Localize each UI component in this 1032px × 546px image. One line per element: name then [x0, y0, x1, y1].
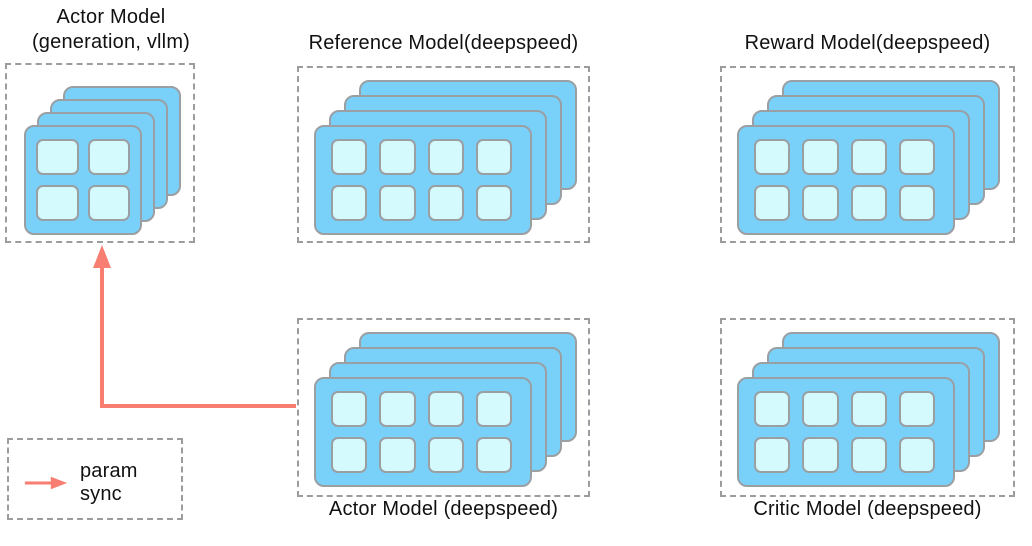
model-title-line1: Actor Model — [56, 6, 166, 28]
gpu-card — [24, 125, 142, 235]
model-box-reward — [720, 66, 1015, 243]
gpu-card-stack — [299, 68, 588, 241]
model-title-reference: Reference Model(deepspeed) — [308, 32, 579, 54]
model-box-actor-deepspeed — [297, 318, 590, 497]
model-box-actor-vllm — [5, 63, 195, 243]
legend: param sync — [7, 438, 183, 520]
model-box-reference — [297, 66, 590, 243]
gpu-cell — [475, 391, 512, 427]
gpu-cell — [802, 391, 839, 427]
gpu-card-stack — [7, 65, 193, 241]
gpu-card — [314, 125, 532, 235]
gpu-cell — [802, 139, 839, 175]
gpu-cell — [898, 437, 935, 473]
gpu-cell — [379, 391, 416, 427]
model-title-critic: Critic Model (deepspeed) — [753, 498, 982, 520]
gpu-cell — [427, 437, 464, 473]
gpu-cell — [754, 185, 791, 221]
legend-label: param sync — [79, 460, 138, 505]
gpu-cell — [754, 139, 791, 175]
gpu-cell — [331, 185, 368, 221]
model-title-line2: (generation, vllm) — [31, 31, 191, 53]
gpu-card — [737, 125, 955, 235]
param-sync-arrow-icon — [24, 476, 68, 490]
gpu-cell — [475, 139, 512, 175]
gpu-card — [314, 377, 532, 487]
gpu-cell — [331, 139, 368, 175]
gpu-cell — [427, 391, 464, 427]
gpu-cell — [427, 185, 464, 221]
legend-row: param sync — [23, 460, 181, 506]
gpu-cell — [802, 185, 839, 221]
gpu-cell — [754, 437, 791, 473]
gpu-cell — [754, 391, 791, 427]
gpu-cell — [850, 139, 887, 175]
gpu-cell — [36, 185, 79, 221]
model-box-critic — [720, 318, 1015, 497]
gpu-card-stack — [299, 320, 588, 495]
gpu-cell — [87, 185, 130, 221]
gpu-cell — [898, 391, 935, 427]
gpu-cell — [850, 391, 887, 427]
gpu-cell — [802, 437, 839, 473]
model-title-actor-deepspeed: Actor Model (deepspeed) — [328, 498, 559, 520]
gpu-card — [737, 377, 955, 487]
gpu-cell — [898, 185, 935, 221]
gpu-cell — [427, 139, 464, 175]
gpu-cell — [379, 437, 416, 473]
gpu-cell — [379, 139, 416, 175]
gpu-cell — [850, 185, 887, 221]
gpu-cell — [898, 139, 935, 175]
gpu-card-stack — [722, 320, 1013, 495]
model-title-actor-vllm: Actor Model (generation, vllm) — [5, 5, 217, 55]
gpu-cell — [36, 139, 79, 175]
gpu-cell — [87, 139, 130, 175]
gpu-cell — [475, 185, 512, 221]
gpu-card-stack — [722, 68, 1013, 241]
model-title-reward: Reward Model(deepspeed) — [744, 32, 991, 54]
gpu-cell — [331, 391, 368, 427]
gpu-cell — [379, 185, 416, 221]
gpu-cell — [475, 437, 512, 473]
gpu-cell — [331, 437, 368, 473]
gpu-cell — [850, 437, 887, 473]
